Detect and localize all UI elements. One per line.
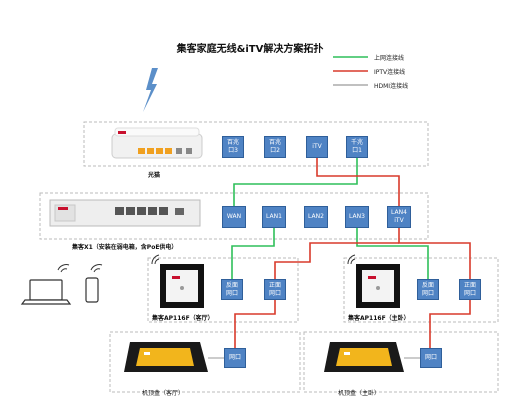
ap-living-port-front: 正面 网口 bbox=[264, 279, 286, 300]
stb-living-port: 网口 bbox=[224, 348, 246, 368]
ap-bedroom-device-icon bbox=[356, 264, 400, 308]
phone-icon bbox=[85, 277, 99, 303]
optical-modem-label: 光猫 bbox=[148, 172, 161, 179]
router-port-lan3: LAN3 bbox=[345, 206, 369, 228]
wifi-icon-ap-living bbox=[151, 254, 160, 265]
legend-label-hdmi: HDMI连接线 bbox=[374, 83, 409, 90]
stb-living-device-icon bbox=[124, 342, 208, 372]
internet-connection-lines bbox=[231, 157, 429, 279]
ap-bedroom-port-back: 反面 网口 bbox=[417, 279, 439, 300]
legend-label-iptv: IPTV连接线 bbox=[374, 69, 406, 76]
laptop-icon bbox=[20, 279, 72, 305]
stb-bedroom-label: 机顶盒（主卧） bbox=[338, 390, 381, 397]
stb-living-label: 机顶盒（客厅） bbox=[142, 390, 185, 397]
router-port-lan4-itv: LAN4 iTV bbox=[387, 206, 411, 228]
router-port-lan2: LAN2 bbox=[304, 206, 328, 228]
ap-living-device-icon bbox=[160, 264, 204, 308]
router-device-icon bbox=[49, 199, 201, 227]
ap-bedroom-label: 集客AP116F（主卧） bbox=[348, 315, 410, 322]
optical-modem-device-icon bbox=[111, 127, 203, 159]
ap-living-port-back: 反面 网口 bbox=[221, 279, 243, 300]
stb-bedroom-port: 网口 bbox=[420, 348, 442, 368]
iptv-connection-lines bbox=[234, 157, 471, 348]
ap-living-label: 集客AP116F（客厅） bbox=[152, 315, 214, 322]
modem-port-100m-3: 百兆 口3 bbox=[222, 136, 244, 158]
diagram-title: 集客家庭无线&iTV解决方案拓扑 bbox=[176, 44, 324, 55]
router-port-wan: WAN bbox=[222, 206, 246, 228]
legend-label-wan: 上网连接线 bbox=[374, 55, 405, 62]
wifi-icon-ap-bedroom bbox=[347, 254, 356, 265]
router-group-box bbox=[39, 192, 429, 240]
wifi-icon bbox=[57, 264, 70, 273]
ap-bedroom-group-box bbox=[343, 257, 499, 323]
stb-bedroom-group-box bbox=[303, 331, 499, 393]
router-label: 集客X1（安装在弱电箱，含PoE供电） bbox=[72, 244, 178, 251]
wifi-icon-phone bbox=[90, 264, 103, 273]
optical-modem-group-box bbox=[83, 121, 429, 167]
stb-living-group-box bbox=[109, 331, 301, 393]
ap-bedroom-port-front: 正面 网口 bbox=[459, 279, 481, 300]
ap-living-group-box bbox=[147, 257, 299, 323]
modem-port-itv: iTV bbox=[306, 136, 328, 158]
modem-port-1000m-1: 千兆 口1 bbox=[346, 136, 368, 158]
stb-bedroom-device-icon bbox=[324, 342, 404, 372]
modem-port-100m-2: 百兆 口2 bbox=[264, 136, 286, 158]
lightning-icon bbox=[143, 68, 158, 112]
router-port-lan1: LAN1 bbox=[262, 206, 286, 228]
